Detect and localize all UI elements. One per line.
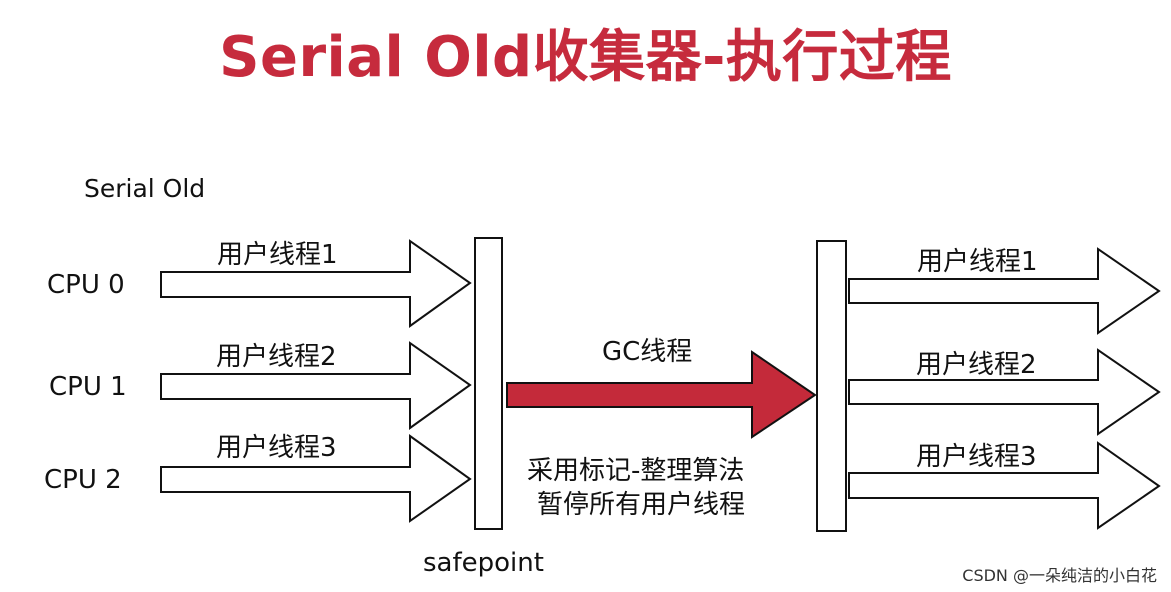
safepoint-bar-right: [816, 240, 847, 532]
gc-thread-label: GC线程: [602, 337, 693, 367]
right-thread-arrow-0: [848, 247, 1161, 335]
right-thread-arrow-1: [848, 348, 1161, 436]
right-thread-label-0: 用户线程1: [917, 247, 1038, 277]
right-thread-label-1: 用户线程2: [916, 350, 1037, 380]
left-thread-arrow-0: [160, 239, 472, 328]
safepoint-label: safepoint: [423, 548, 544, 578]
right-thread-arrow-2: [848, 441, 1161, 530]
left-thread-label-2: 用户线程3: [216, 433, 337, 463]
cpu-label-2: CPU 2: [44, 465, 122, 495]
pause-note: 暂停所有用户线程: [537, 490, 746, 520]
gc-thread-arrow: [506, 350, 817, 439]
diagram-title: Serial Old收集器-执行过程: [219, 25, 952, 90]
collector-name-label: Serial Old: [84, 174, 206, 203]
watermark: CSDN @一朵纯洁的小白花: [962, 566, 1157, 585]
algorithm-note: 采用标记-整理算法: [527, 456, 745, 486]
right-thread-label-2: 用户线程3: [916, 442, 1037, 472]
cpu-label-1: CPU 1: [49, 372, 127, 402]
safepoint-bar-left: [474, 237, 503, 530]
cpu-label-0: CPU 0: [47, 270, 125, 300]
left-thread-arrow-1: [160, 341, 472, 430]
left-thread-label-1: 用户线程2: [216, 342, 337, 372]
left-thread-label-0: 用户线程1: [217, 240, 338, 270]
left-thread-arrow-2: [160, 434, 472, 523]
